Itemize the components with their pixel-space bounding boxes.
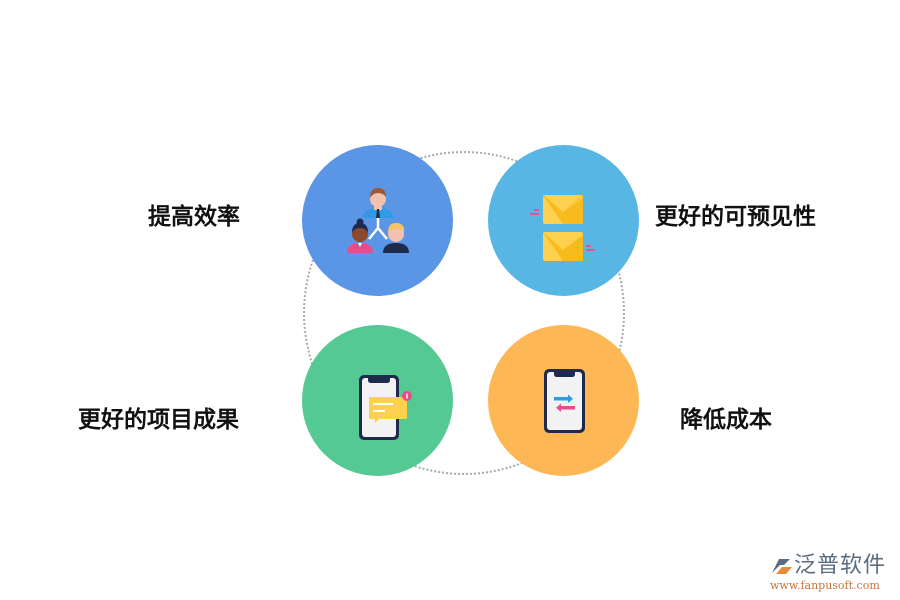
label-better-project-outcomes: 更好的项目成果 [78, 407, 239, 433]
efficiency-circle [302, 145, 453, 296]
label-improve-efficiency: 提高效率 [148, 204, 240, 230]
cost-reduction-circle [488, 325, 639, 476]
watermark-url: www.fanpusoft.com [770, 579, 880, 592]
fanpu-watermark: 泛普软件 www.fanpusoft.com [770, 553, 895, 597]
fanpu-logo-icon [772, 559, 792, 574]
project-outcome-circle [302, 325, 453, 476]
phone-transfer-icon [543, 368, 585, 433]
label-reduce-cost: 降低成本 [680, 407, 772, 433]
dotted-ring-connector [303, 151, 625, 475]
label-better-predictability: 更好的可预见性 [655, 204, 816, 230]
watermark-brand: 泛普软件 [794, 553, 887, 578]
envelopes-icon [529, 194, 595, 261]
predictability-circle [488, 145, 639, 296]
team-hierarchy-icon [346, 187, 409, 253]
phone-notification-icon [358, 374, 412, 440]
